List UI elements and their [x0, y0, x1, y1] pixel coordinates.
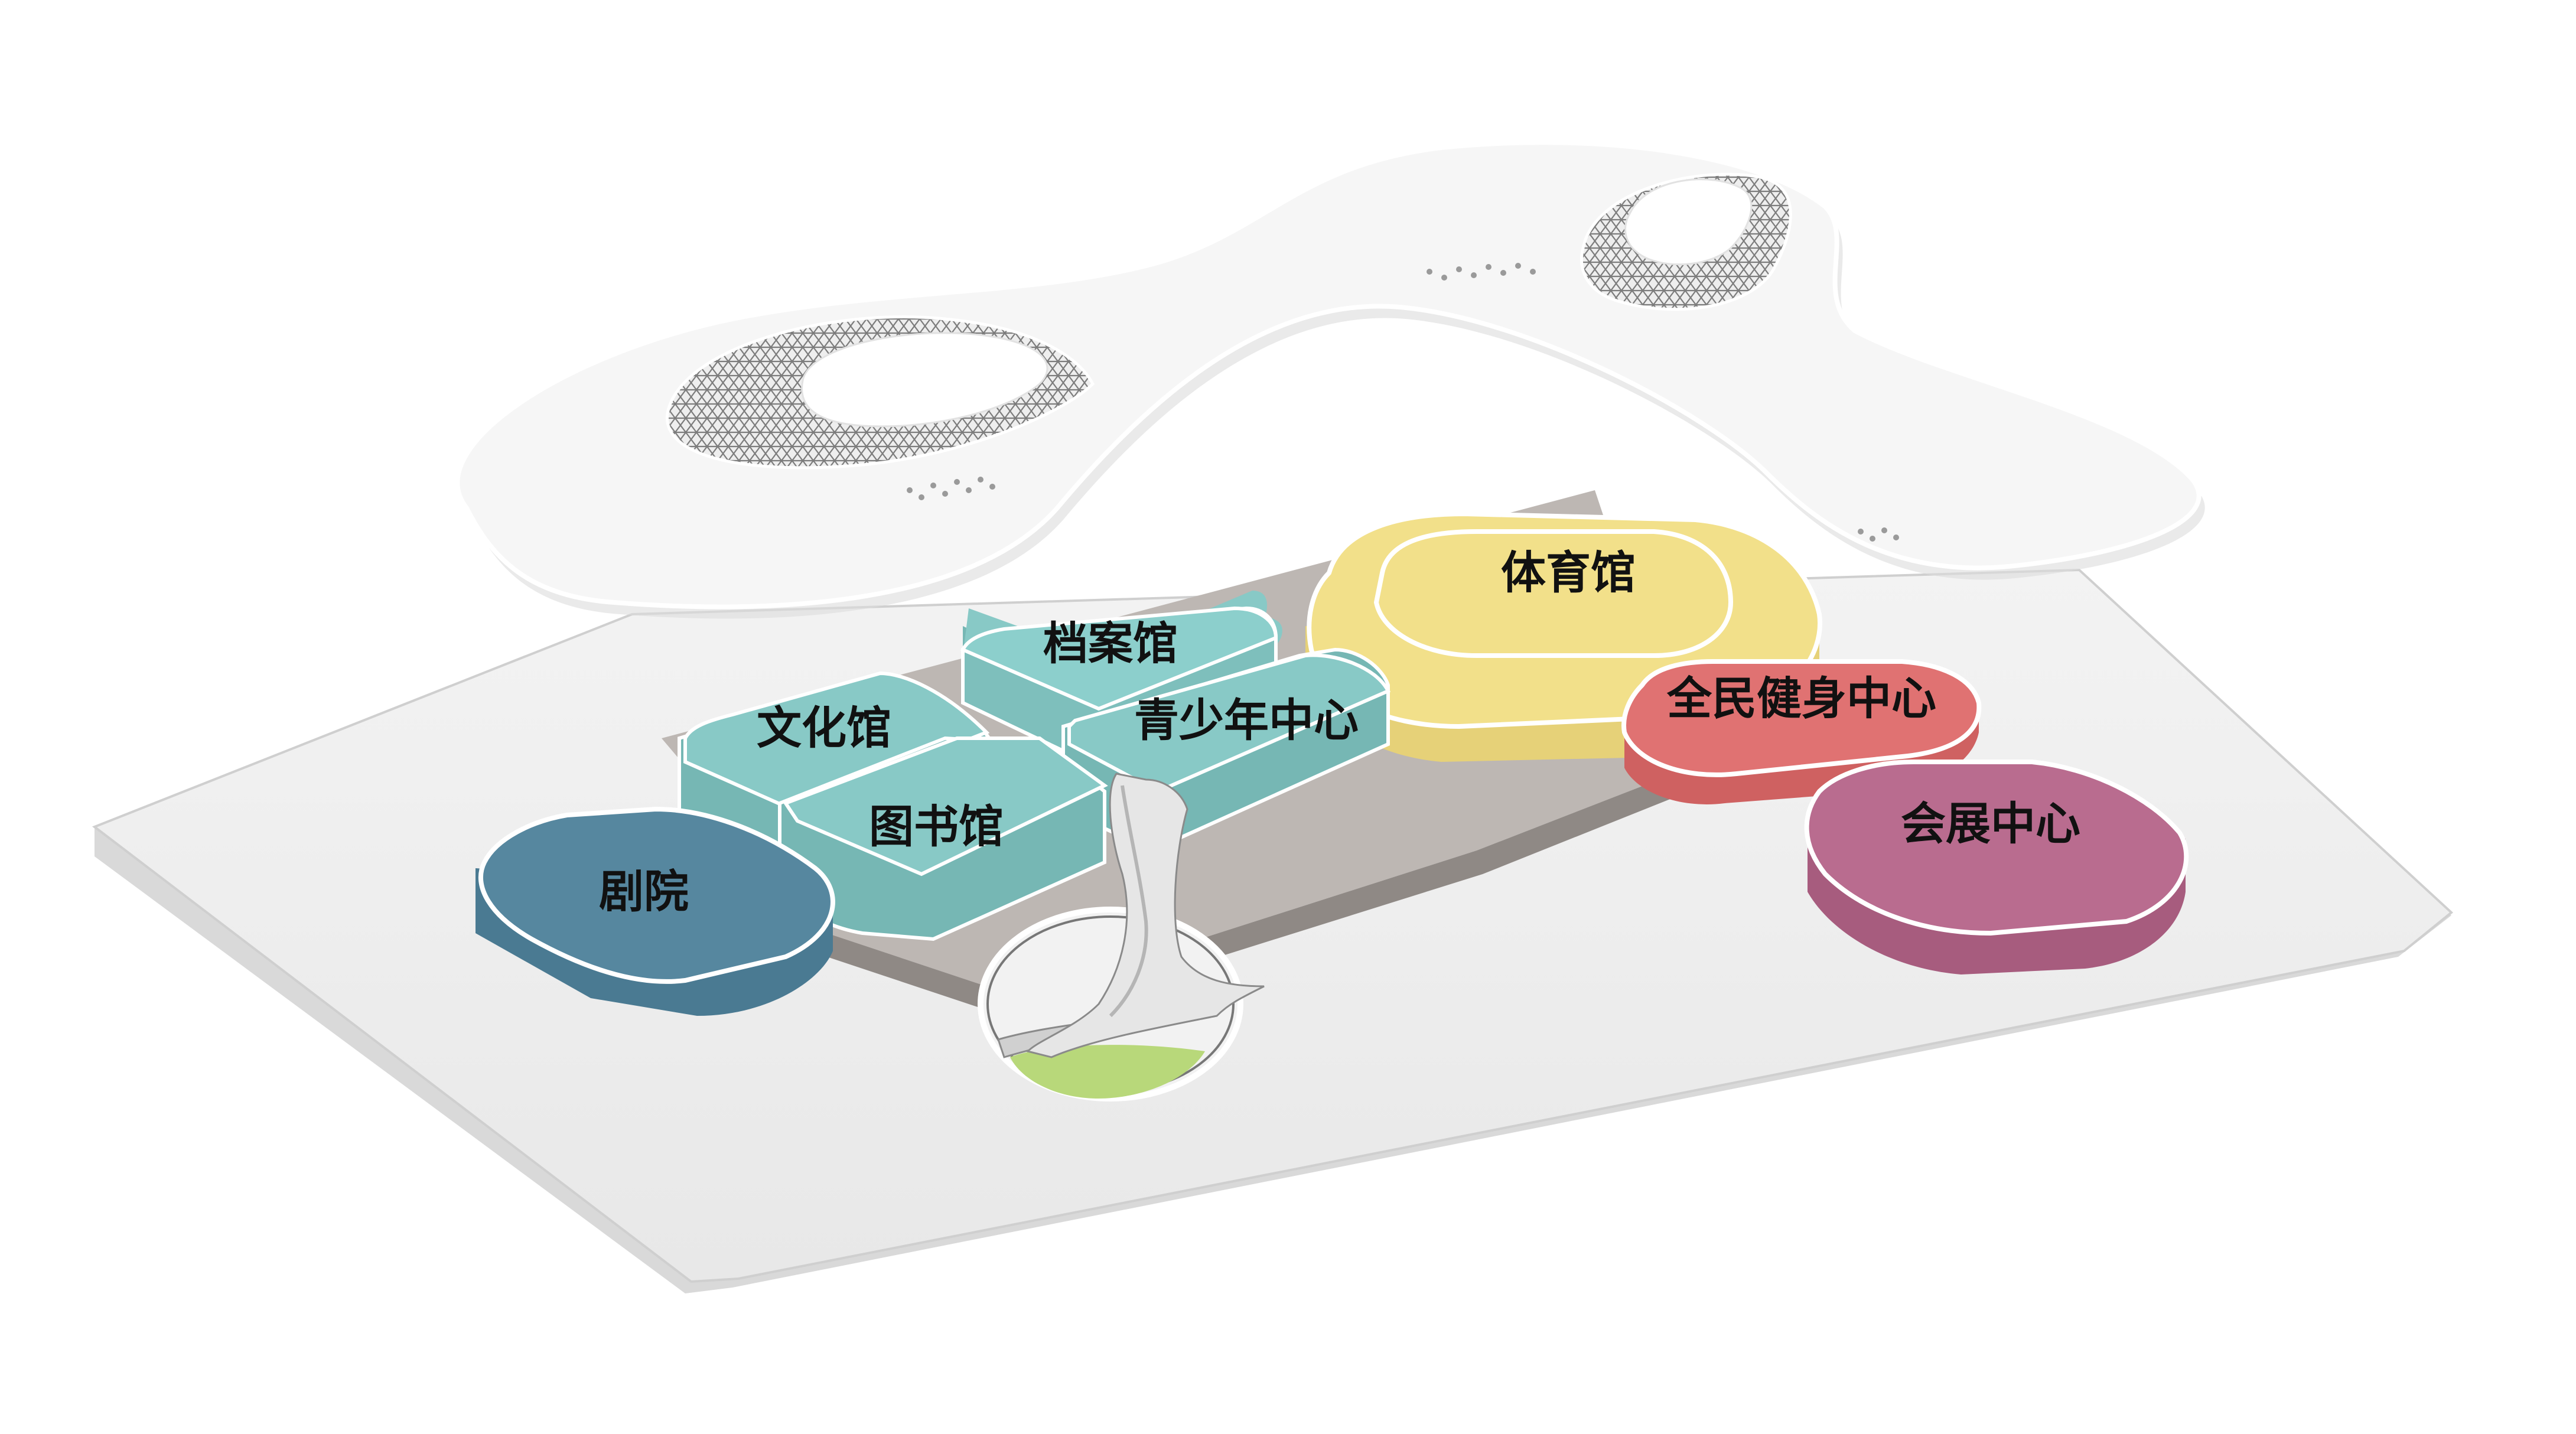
roof-opening-right-void [1624, 178, 1753, 266]
youth-center-roof [1067, 653, 1391, 794]
label-archives: 档案馆 [1043, 617, 1178, 670]
label-culture-hall: 文化馆 [757, 702, 891, 754]
label-youth-center: 青少年中心 [1134, 694, 1359, 747]
label-theater: 剧院 [599, 865, 689, 918]
label-fitness-center: 全民健身中心 [1666, 672, 1936, 725]
courtyard-lawn [1010, 1045, 1205, 1099]
fitness-center-top [1621, 659, 1982, 777]
library-roof [783, 736, 1108, 876]
label-exhibition-center: 会展中心 [1901, 797, 2080, 850]
roof-canopy [455, 140, 2205, 619]
building-exhibition-center [1804, 760, 2189, 975]
building-theater [476, 806, 835, 1016]
roof-opening-left-void [801, 332, 1048, 428]
exhibition-center-top [1804, 760, 2189, 936]
label-gymnasium: 体育馆 [1501, 546, 1636, 599]
sculpture-highlight [1109, 785, 1148, 1018]
archives-roof-face [960, 606, 1278, 711]
label-library: 图书馆 [869, 800, 1004, 853]
sunken-courtyard [978, 773, 1265, 1101]
roof-skylight-dots [907, 263, 1899, 542]
building-library [778, 736, 1108, 941]
gymnasium-upper-top [1373, 529, 1734, 658]
culture-hall-roof [683, 671, 990, 811]
theater-top [478, 806, 835, 984]
